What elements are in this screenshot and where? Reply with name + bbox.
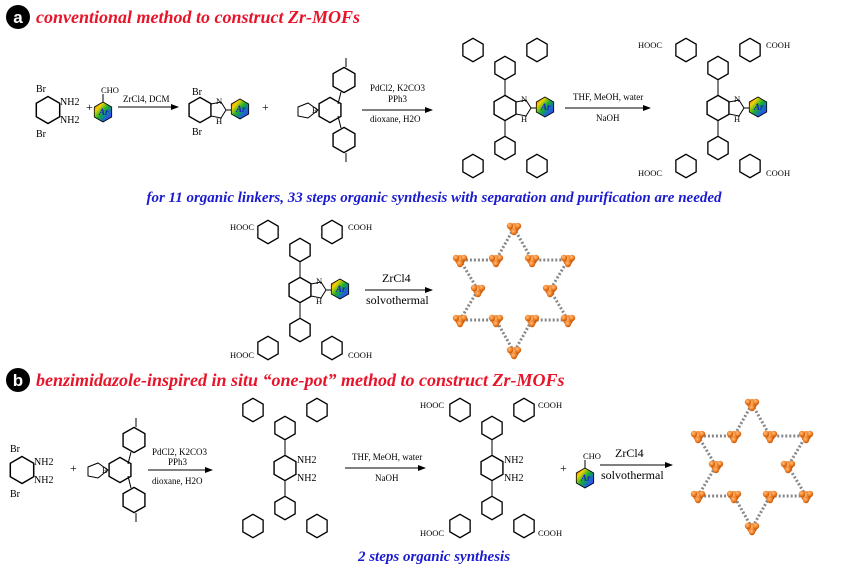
svg-text:Br: Br xyxy=(10,489,21,500)
svg-text:NH2: NH2 xyxy=(60,115,79,126)
svg-text:B: B xyxy=(312,105,318,115)
panel-b-note: 2 steps organic synthesis xyxy=(357,549,510,565)
panel-b-title: benzimidazole-inspired in situ “one-pot”… xyxy=(36,370,565,390)
panel-a-badge xyxy=(6,5,30,29)
step-b1-line1: PdCl2, K2CO3 xyxy=(152,447,208,457)
step-b2-line1: THF, MeOH, water xyxy=(352,452,422,462)
svg-text:Br: Br xyxy=(10,444,21,455)
svg-text:COOH: COOH xyxy=(348,222,372,232)
svg-text:HOOC: HOOC xyxy=(230,222,254,232)
step-b2-line2: NaOH xyxy=(375,473,399,483)
svg-text:Br: Br xyxy=(192,87,203,98)
svg-text:N: N xyxy=(316,276,322,286)
step-a2-line1: PdCl2, K2CO3 xyxy=(370,83,426,93)
svg-text:COOH: COOH xyxy=(538,400,562,410)
svg-text:HOOC: HOOC xyxy=(638,40,662,50)
step-b1-line2: PPh3 xyxy=(168,457,188,467)
svg-text:HOOC: HOOC xyxy=(420,528,444,538)
svg-text:NH2: NH2 xyxy=(34,475,53,486)
panel-a: a conventional method to construct Zr-MO… xyxy=(6,5,790,361)
svg-text:B: B xyxy=(102,465,108,475)
panel-b-badge xyxy=(6,368,30,392)
svg-text:Br: Br xyxy=(36,84,47,95)
molecule-diamine-tetraester-b: NH2 NH2 xyxy=(242,397,328,539)
mof-structure-a xyxy=(452,222,576,360)
step-a2-line3: dioxane, H2O xyxy=(370,114,421,124)
molecule-aldehyde-b: CHO Ar xyxy=(575,451,601,489)
svg-text:HOOC: HOOC xyxy=(230,350,254,360)
svg-text:H: H xyxy=(216,116,222,126)
molecule-boronate-ester-a: B xyxy=(297,58,356,162)
panel-a-letter: a xyxy=(13,8,23,27)
svg-text:HOOC: HOOC xyxy=(420,400,444,410)
svg-text:CHO: CHO xyxy=(583,451,601,461)
molecule-dibromo-benzimidazole-a: Br Br N H Ar xyxy=(188,87,250,138)
molecule-dibromo-diamine-b: Br Br NH2 NH2 xyxy=(9,444,53,500)
mof-structure-b xyxy=(690,398,814,536)
svg-text:NH2: NH2 xyxy=(297,473,316,484)
svg-text:Ar: Ar xyxy=(540,102,551,112)
svg-text:NH2: NH2 xyxy=(504,473,523,484)
svg-text:Ar: Ar xyxy=(98,107,109,117)
svg-text:COOH: COOH xyxy=(538,528,562,538)
svg-text:Ar: Ar xyxy=(335,284,346,294)
svg-text:Ar: Ar xyxy=(753,102,764,112)
svg-text:NH2: NH2 xyxy=(297,455,316,466)
molecule-aldehyde-a: CHO Ar xyxy=(93,85,119,123)
step-a3-line2: NaOH xyxy=(596,113,620,123)
plus-a1: + xyxy=(86,100,93,114)
svg-text:Br: Br xyxy=(192,127,203,138)
molecule-diamine-tetraacid-b: NH2 NH2 HOOC COOH HOOC COOH xyxy=(420,397,562,539)
step-a1-conditions: ZrCl4, DCM xyxy=(123,94,170,104)
svg-text:NH2: NH2 xyxy=(504,455,523,466)
step-a2-line2: PPh3 xyxy=(388,94,408,104)
step-b3-line2: solvothermal xyxy=(601,468,664,482)
svg-text:N: N xyxy=(216,96,222,106)
svg-text:H: H xyxy=(734,114,740,124)
svg-text:COOH: COOH xyxy=(348,350,372,360)
svg-text:Br: Br xyxy=(36,129,47,140)
step-a3-line1: THF, MeOH, water xyxy=(573,92,643,102)
plus-a2: + xyxy=(262,100,269,114)
molecule-tetraester-a: Ar N H xyxy=(462,37,555,179)
svg-text:H: H xyxy=(316,296,322,306)
svg-text:NH2: NH2 xyxy=(60,97,79,108)
panel-b: b benzimidazole-inspired in situ “one-po… xyxy=(6,368,814,565)
svg-text:COOH: COOH xyxy=(766,168,790,178)
svg-text:Ar: Ar xyxy=(580,473,591,483)
plus-b2: + xyxy=(560,461,567,475)
panel-a-note: for 11 organic linkers, 33 steps organic… xyxy=(146,190,722,206)
step-b1-line3: dioxane, H2O xyxy=(152,476,203,486)
step-b3-line1: ZrCl4 xyxy=(615,446,644,460)
panel-a-title: conventional method to construct Zr-MOFs xyxy=(36,7,360,27)
molecule-linker-a: Ar N H HOOC COOH HOOC COOH xyxy=(230,219,372,361)
svg-text:CHO: CHO xyxy=(101,85,119,95)
step-a4-line1: ZrCl4 xyxy=(382,271,411,285)
svg-text:Ar: Ar xyxy=(235,104,246,114)
svg-text:H: H xyxy=(521,114,527,124)
step-a4-line2: solvothermal xyxy=(366,293,429,307)
plus-b1: + xyxy=(70,461,77,475)
svg-text:HOOC: HOOC xyxy=(638,168,662,178)
molecule-dibromo-diamine-a: Br Br NH2 NH2 xyxy=(35,84,79,140)
svg-text:NH2: NH2 xyxy=(34,457,53,468)
svg-text:COOH: COOH xyxy=(766,40,790,50)
molecule-boronate-ester-b: B xyxy=(87,418,146,522)
panel-b-letter: b xyxy=(13,371,23,390)
molecule-tetraacid-a: Ar N H HOOC COOH HOOC COOH xyxy=(638,37,790,179)
svg-text:N: N xyxy=(734,94,740,104)
svg-text:N: N xyxy=(521,94,527,104)
